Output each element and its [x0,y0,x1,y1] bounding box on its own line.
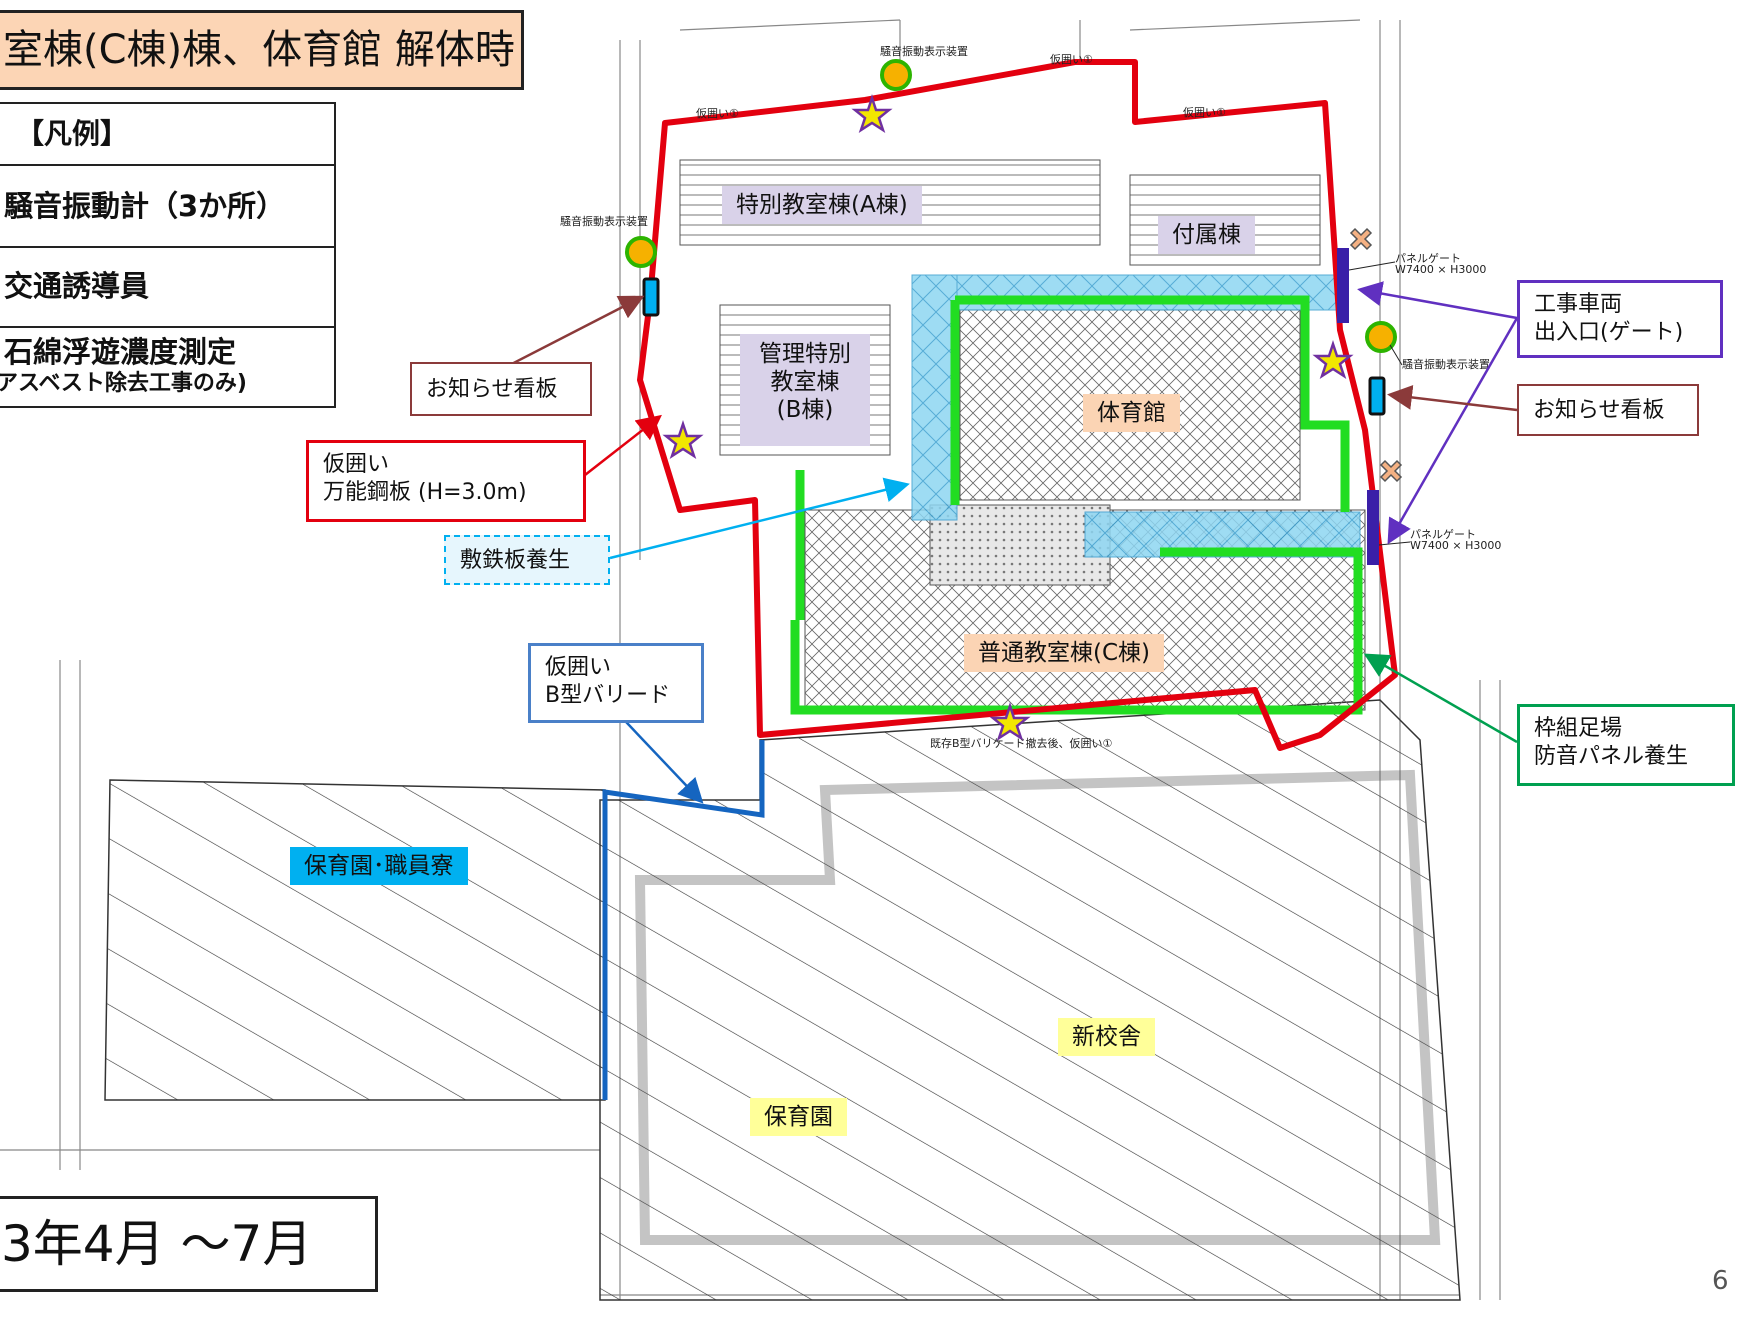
fence-label: 仮囲い① [1050,53,1093,66]
noise-meter-icon [625,236,657,268]
legend-item-traffic-guard: 交通誘導員 [0,246,334,326]
notice-board-icon [642,277,660,317]
legend-label: 石綿浮遊濃度測定 [4,335,237,369]
temporary-fence-steel [637,59,1398,751]
label-nursery: 保育園 [750,1098,847,1136]
label-building-b: 管理特別 教室棟 (B棟) [740,334,870,446]
callout-notice-right: お知らせ看板 [1517,384,1699,436]
construction-period: 3年4月 〜7月 [0,1196,378,1292]
page-title: 室棟(C棟)棟、体育館 解体時 [0,10,524,90]
noise-display-label: 騒音振動表示装置 [1402,357,1490,371]
label-fuzoku: 付属棟 [1158,216,1255,254]
callout-vehicle-gate: 工事車両 出入口(ゲート) [1517,280,1723,358]
callout-line: 仮囲い [545,655,612,680]
vehicle-gate-upper [1337,248,1349,323]
label-new-school: 新校舎 [1058,1018,1155,1056]
asbestos-star-icon [662,420,704,459]
notice-board-icon [1368,376,1386,416]
legend-label: 騒音振動計（3か所） [4,189,286,223]
noise-display-label: 騒音振動表示装置 [560,214,648,228]
fence-label: 仮囲い① [1183,106,1226,119]
legend-item-noise-meter: 騒音振動計（3か所） [0,164,334,246]
nursery-dorm-site [104,779,606,1101]
callout-line: 防音パネル養生 [1534,744,1689,769]
asbestos-star-icon [851,94,893,133]
callout-line: 万能鋼板 (H=3.0m) [323,480,527,505]
existing-fence-label: 既存B型バリケード撤去後、仮囲い① [930,736,1113,750]
callout-notice-left: お知らせ看板 [410,362,592,416]
panel-gate-label: W7400 × H3000 [1395,263,1486,276]
callout-line: 仮囲い [323,452,390,477]
callout-scaffold: 枠組足場 防音パネル養生 [1517,704,1735,786]
callout-fence-steel: 仮囲い 万能鋼板 (H=3.0m) [306,440,586,522]
asbestos-star-icon [989,702,1031,741]
new-school-site [599,699,1461,1301]
callout-line: 出入口(ゲート) [1534,320,1684,345]
panel-gate-label: パネルゲート [1395,252,1461,265]
panel-gate-label: W7400 × H3000 [1410,539,1501,552]
label-gym: 体育館 [1083,394,1180,432]
legend-item-asbestos: 石綿浮遊濃度測定 アスベスト除去工事のみ) [0,326,334,408]
legend-sublabel: アスベスト除去工事のみ) [0,371,247,396]
callout-line: 工事車両 [1534,292,1623,317]
label-line: 教室棟 [770,369,840,395]
vehicle-gate-lower [1367,490,1379,565]
callout-line: B型バリード [545,683,671,708]
new-school-outline [634,769,1441,1245]
panel-gate-label: パネルゲート [1410,528,1476,541]
legend-label: 交通誘導員 [4,269,150,303]
noise-meter-icon [880,59,912,91]
callout-iron-plate: 敷鉄板養生 [444,535,610,585]
callout-fence-b-type: 仮囲い B型バリード [528,643,704,723]
legend-heading: 【凡例】 [16,117,129,150]
label-nursery-dorm: 保育園･職員寮 [290,847,468,885]
legend: 【凡例】 騒音振動計（3か所） 交通誘導員 石綿浮遊濃度測定 アスベスト除去工事… [0,102,336,408]
label-line: 管理特別 [759,341,851,367]
label-building-a: 特別教室棟(A棟) [722,186,922,224]
traffic-guard-icon [1379,459,1403,483]
label-building-c: 普通教室棟(C棟) [964,634,1165,672]
asbestos-star-icon [1312,340,1354,379]
noise-meter-icon [1365,321,1397,353]
label-line: (B棟) [776,397,834,423]
iron-plate-area [911,274,1361,558]
callout-line: 枠組足場 [1534,716,1623,741]
scaffold-line [790,295,1363,715]
courtyard-shape [929,504,1111,586]
noise-display-label: 騒音振動表示装置 [880,44,968,58]
traffic-guard-icon [1349,227,1373,251]
page-number: 6 [1712,1266,1729,1296]
fence-label: 仮囲い① [696,107,739,120]
